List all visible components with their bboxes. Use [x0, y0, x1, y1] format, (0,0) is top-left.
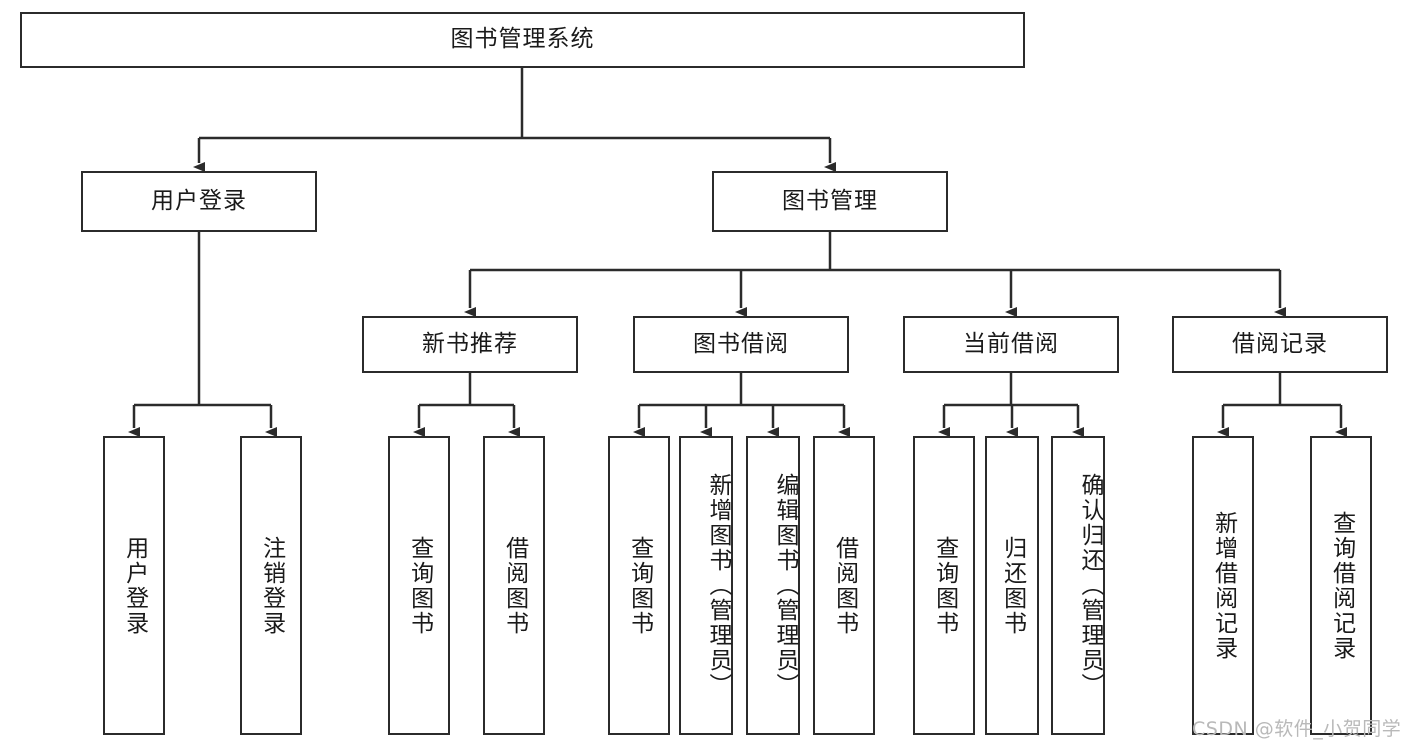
node-book-borrowing[interactable]: 图书借阅: [633, 316, 849, 373]
leaf-borrow-book-recommendation[interactable]: 借阅图书: [483, 436, 545, 735]
leaf-add-book-admin[interactable]: 新增图书（管理员）: [679, 436, 733, 735]
leaf-logout[interactable]: 注销登录: [240, 436, 302, 735]
watermark: CSDN @软件_小贺同学: [1192, 718, 1402, 740]
leaf-edit-book-admin[interactable]: 编辑图书（管理员）: [746, 436, 800, 735]
leaf-query-borrow-record[interactable]: 查询借阅记录: [1310, 436, 1372, 735]
leaf-query-book-recommendation[interactable]: 查询图书: [388, 436, 450, 735]
leaf-user-login[interactable]: 用户登录: [103, 436, 165, 735]
leaf-confirm-return-admin[interactable]: 确认归还（管理员）: [1051, 436, 1105, 735]
node-user-login[interactable]: 用户登录: [81, 171, 317, 232]
leaf-query-book-borrowing[interactable]: 查询图书: [608, 436, 670, 735]
leaf-query-book-current[interactable]: 查询图书: [913, 436, 975, 735]
node-current-borrowing[interactable]: 当前借阅: [903, 316, 1119, 373]
node-root[interactable]: 图书管理系统: [20, 12, 1025, 68]
node-new-book-recommendation[interactable]: 新书推荐: [362, 316, 578, 373]
leaf-add-borrow-record[interactable]: 新增借阅记录: [1192, 436, 1254, 735]
node-book-management[interactable]: 图书管理: [712, 171, 948, 232]
leaf-borrow-book-borrowing[interactable]: 借阅图书: [813, 436, 875, 735]
leaf-return-book[interactable]: 归还图书: [985, 436, 1039, 735]
node-borrowing-record[interactable]: 借阅记录: [1172, 316, 1388, 373]
